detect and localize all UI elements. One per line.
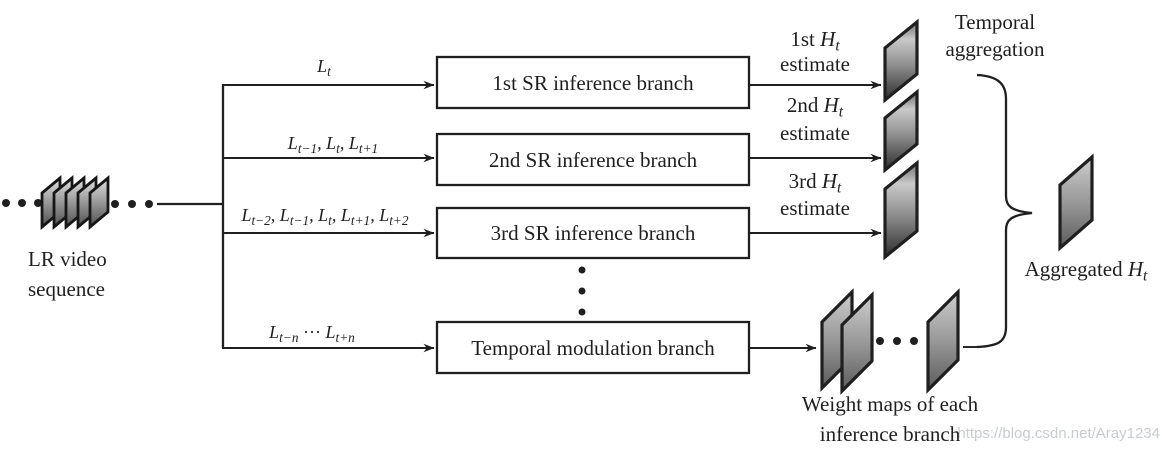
aggregated-map: [1058, 153, 1094, 252]
weight-map-n: [926, 288, 960, 394]
estimate-subtitle-3: estimate: [780, 196, 850, 220]
estimate-map-3: [883, 159, 919, 261]
ellipsis-dot: [910, 337, 918, 345]
branch-input-label-4: Lt−n ··· Lt+n: [268, 322, 355, 345]
branch-boxes: 1st SR inference branch 2nd SR inference…: [435, 55, 751, 375]
video-frame: [88, 175, 110, 230]
estimate-map-2: [883, 88, 919, 174]
aggregation-brace: [976, 73, 1033, 349]
branch-box-1: [435, 55, 751, 110]
weight-maps: https://blog.csdn.net/Aray1234 Weight ma…: [749, 288, 1160, 446]
source-label-line2: sequence: [28, 277, 105, 301]
branch-input-label-1: Lt: [316, 56, 331, 79]
lr-video-sequence: LR video sequence: [2, 175, 153, 301]
estimate-title-3: 3rd Ht: [789, 169, 842, 197]
branch-box-label-2: 2nd SR inference branch: [489, 148, 698, 172]
estimate-title-1: 1st Ht: [790, 27, 840, 55]
branch-box-3: [435, 206, 751, 260]
source-label-line1: LR video: [28, 247, 107, 271]
watermark: https://blog.csdn.net/Aray1234: [957, 425, 1160, 442]
estimate-map-stack: [883, 18, 919, 261]
branch-input-label-3: Lt−2, Lt−1, Lt, Lt+1, Lt+2: [240, 205, 408, 228]
branch-connectors: Lt Lt−1, Lt, Lt+1 Lt−2, Lt−1, Lt, Lt+1, …: [157, 56, 435, 353]
branch-box-2: [435, 132, 751, 187]
vertical-ellipsis-dot: [578, 266, 586, 274]
aggregation-title-line2: aggregation: [945, 37, 1045, 61]
branch-box-label-1: 1st SR inference branch: [492, 71, 694, 95]
weight-maps-label-line2: inference branch: [820, 422, 961, 446]
weight-maps-label-line1: Weight maps of each: [802, 392, 979, 416]
weight-map-2: [840, 291, 874, 395]
ellipsis-dot: [145, 200, 153, 208]
branch-input-label-2: Lt−1, Lt, Lt+1: [287, 133, 378, 156]
ellipsis-dot: [2, 199, 10, 207]
estimate-subtitle-1: estimate: [780, 52, 850, 76]
ellipsis-dot: [111, 200, 119, 208]
estimate-subtitle-2: estimate: [780, 121, 850, 145]
estimate-outputs: 1st Ht estimate 2nd Ht estimate 3rd Ht e…: [749, 27, 882, 238]
aggregation-title-line1: Temporal: [955, 10, 1035, 34]
ellipsis-dot: [893, 337, 901, 345]
ellipsis-dot: [876, 337, 884, 345]
ellipsis-dot: [128, 200, 136, 208]
estimate-map-1: [883, 18, 919, 104]
temporal-aggregation: Temporal aggregation Aggregated Ht: [945, 10, 1148, 349]
vertical-ellipsis-dot: [578, 287, 586, 295]
estimate-title-2: 2nd Ht: [787, 93, 844, 121]
ellipsis-dot: [34, 199, 42, 207]
branch-box-label-4: Temporal modulation branch: [471, 336, 715, 360]
aggregated-output-label: Aggregated Ht: [1025, 257, 1148, 285]
branch-box-label-3: 3rd SR inference branch: [491, 221, 696, 245]
ellipsis-dot: [18, 199, 26, 207]
vertical-ellipsis-dot: [578, 308, 586, 316]
branch-box-4: [435, 320, 751, 375]
